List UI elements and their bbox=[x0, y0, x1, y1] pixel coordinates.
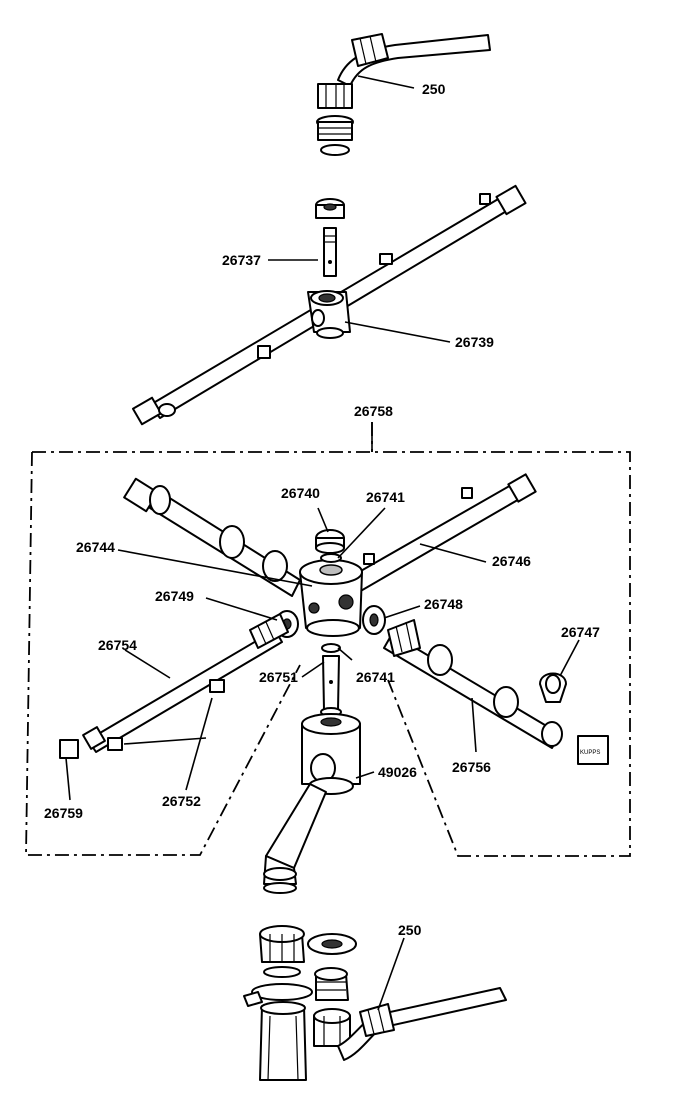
label-49026: 49026 bbox=[378, 764, 417, 780]
tag-text: KUPPS bbox=[580, 750, 600, 756]
label-26758: 26758 bbox=[354, 403, 393, 419]
label-26749: 26749 bbox=[155, 588, 194, 604]
top-hose-fitting bbox=[316, 33, 491, 156]
label-250-bottom: 250 bbox=[398, 922, 422, 938]
label-26751: 26751 bbox=[259, 669, 298, 685]
part-labels: 250 26737 26739 26758 26740 26741 26744 … bbox=[44, 81, 600, 938]
label-26752: 26752 bbox=[162, 793, 201, 809]
label-26748: 26748 bbox=[424, 596, 463, 612]
label-26746: 26746 bbox=[492, 553, 531, 569]
label-26756: 26756 bbox=[452, 759, 491, 775]
label-26741-lower: 26741 bbox=[356, 669, 395, 685]
label-26737: 26737 bbox=[222, 252, 261, 268]
leader-lines bbox=[65, 507, 580, 1011]
kit-hub-assembly: KUPPS bbox=[59, 473, 609, 765]
swivel-base bbox=[263, 713, 361, 894]
label-26741-upper: 26741 bbox=[366, 489, 405, 505]
bottom-fittings bbox=[243, 925, 507, 1081]
label-26759: 26759 bbox=[44, 805, 83, 821]
label-26740: 26740 bbox=[281, 485, 320, 501]
label-26739: 26739 bbox=[455, 334, 494, 350]
label-26747: 26747 bbox=[561, 624, 600, 640]
label-26754: 26754 bbox=[98, 637, 137, 653]
label-250-top: 250 bbox=[422, 81, 446, 97]
top-spray-arm bbox=[131, 184, 527, 426]
label-26744: 26744 bbox=[76, 539, 115, 555]
